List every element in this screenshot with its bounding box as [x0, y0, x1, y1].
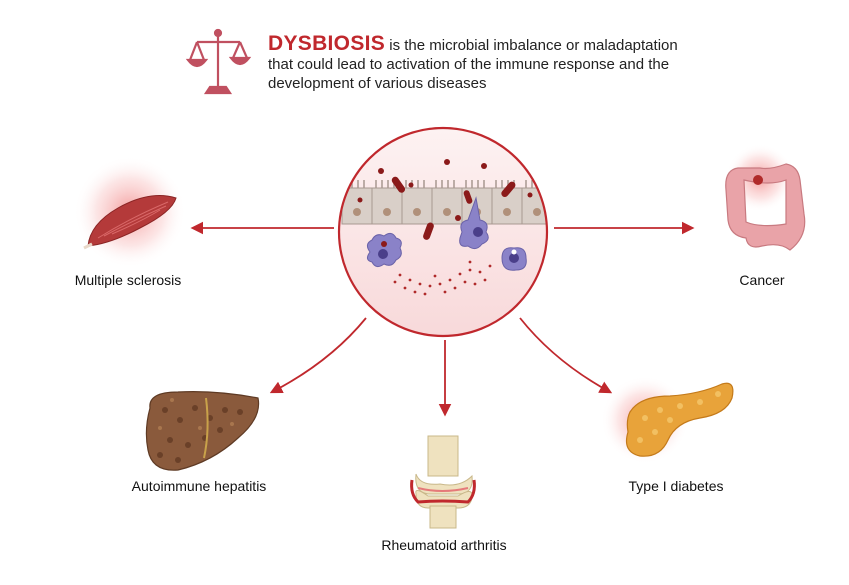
arrow-to-autoimmune-hepatitis [269, 317, 367, 394]
label-autoimmune-hepatitis: Autoimmune hepatitis [131, 478, 267, 494]
dysbiosis-term: DYSBIOSIS [268, 32, 386, 55]
label-multiple-sclerosis: Multiple sclerosis [74, 272, 182, 288]
dysbiosis-definition: DYSBIOSIS is the microbial imbalance or … [268, 32, 788, 93]
balance-scale-icon [185, 28, 252, 95]
definition-line-2: that could lead to activation of the imm… [268, 56, 670, 73]
arrow-to-type1-diabetes [519, 317, 613, 394]
label-type1-diabetes: Type I diabetes [628, 478, 724, 494]
muscle-icon [74, 156, 186, 268]
colon-icon [725, 144, 806, 251]
definition-line-1: is the microbial imbalance or maladaptat… [385, 37, 678, 54]
label-cancer: Cancer [739, 272, 785, 288]
label-rheumatoid-arthritis: Rheumatoid arthritis [381, 537, 507, 553]
definition-line-3: development of various diseases [268, 75, 487, 92]
liver-icon [145, 391, 260, 471]
gut-lining-icon [337, 126, 549, 338]
knee-joint-icon [410, 435, 476, 529]
pancreas-icon [601, 376, 734, 464]
immune-cells [366, 196, 527, 271]
arrows [190, 221, 695, 417]
